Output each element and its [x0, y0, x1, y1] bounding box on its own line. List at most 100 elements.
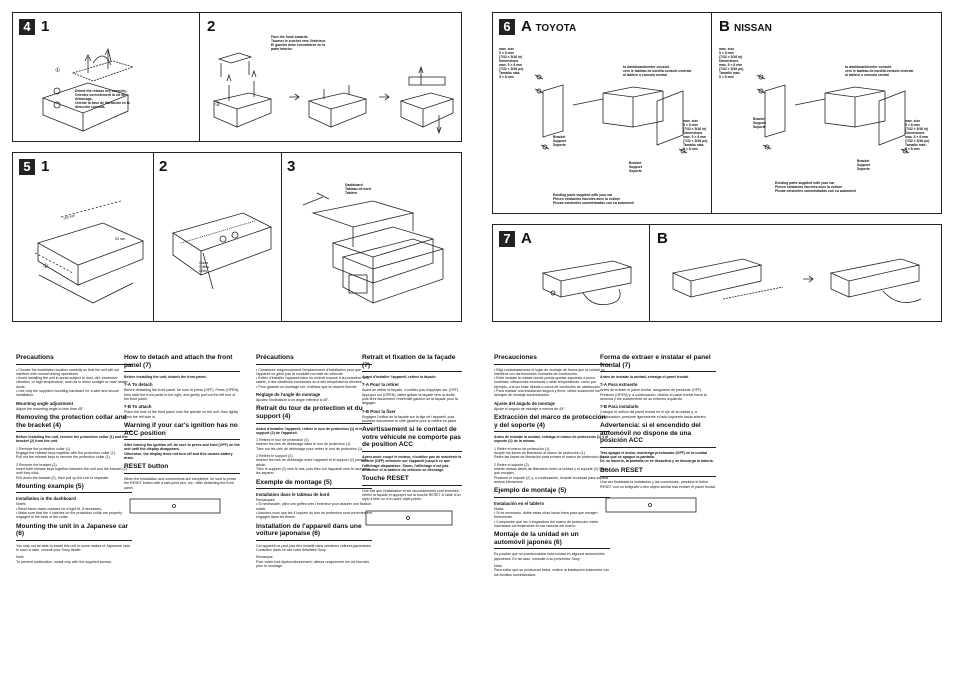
fr-exemple-title: Exemple de montage (5)	[256, 479, 372, 490]
es-acc-title: Advertencia: si el encendido del automóv…	[600, 422, 716, 448]
en-removing-title: Removing the protection collar and the b…	[16, 414, 132, 433]
es-extraccion-step-2: 2 Retire el soporte (2). Inserte ambas l…	[494, 462, 609, 484]
es-japones-body: Es posible que no pueda instalar esta un…	[494, 552, 605, 561]
en-precautions-body: • Choose the installation location caref…	[16, 367, 128, 398]
es-precauciones-body: • Elija cuidadosamente el lugar de monta…	[494, 367, 605, 398]
panel-6-label-b: B NISSAN	[719, 18, 772, 35]
en-attach-b-title: 7-B To attach	[124, 404, 152, 410]
panel-7-label-b: B	[657, 230, 668, 247]
en-removing-intro: Before installing the unit, remove the p…	[16, 435, 128, 444]
nissan-bracket-2: Bracket Support Soporte	[857, 159, 870, 171]
es-reset-title: Botón RESET	[600, 467, 716, 478]
panel-5-mounting: 5 1 2 3 182 mm 53 mm ① Claws Griffes Uña…	[12, 152, 462, 322]
panel-6-japanese-car: 6 A TOYOTA B NISSAN max. size 5 × 8 mm (…	[492, 12, 942, 214]
en-japanese-body: You may not be able to install this unit…	[16, 543, 131, 553]
panel-4-marker-2: ②	[215, 102, 221, 108]
panel-4-badge: 4	[19, 19, 35, 35]
panel-5-divider-2	[281, 153, 282, 321]
es-ejemplo-notes: Notas • Si es necesario, doble estas uña…	[494, 506, 599, 528]
es-panel-b-body: Coloque el orificio del panel frontal en…	[600, 410, 707, 419]
panel-5-divider-1	[153, 153, 154, 321]
toyota-illustration	[534, 74, 688, 154]
es-japones-note: Nota Para evitar que se produzcan fallos…	[494, 563, 610, 577]
es-panel-b-title: 7-B Para instalarlo	[600, 404, 639, 410]
toyota-existing-parts: Existing parts supplied with your car Pi…	[553, 193, 634, 205]
panel-4-step-2: 2	[207, 18, 216, 35]
en-removing-step-2: 2 Remove the bracket (2). Insert both re…	[16, 462, 127, 480]
fr-facade-b-body: Engagez l'orifice de la façade sur la ti…	[362, 414, 458, 423]
fr-acc-body: Après avoir coupé le moteur, n'oubliez p…	[362, 455, 462, 472]
panel-5-illustration-3	[302, 192, 445, 304]
toyota-bracket-2: Bracket Support Soporte	[629, 161, 642, 173]
en-detach-intro: Before installing the unit, detach the f…	[124, 375, 207, 380]
en-mounting-example-notes: Notes • Bend these claws outward for a t…	[16, 502, 122, 520]
fr-japonaise-title: Installation de l'appareil dans une voit…	[256, 523, 372, 541]
en-attach-b-body: Place the hole of the front panel onto t…	[124, 410, 239, 419]
panel-6-letter-b: B	[719, 18, 730, 35]
fr-retrait-intro: Avant d'installer l'appareil, retirez le…	[256, 426, 363, 435]
panel-4-step-1: 1	[41, 18, 50, 35]
nissan-existing-parts: Existing parts supplied with your car Pi…	[775, 181, 856, 193]
fr-precautions-title: Précautions	[256, 354, 372, 365]
panel-4-divider	[199, 13, 200, 141]
en-precautions-title: Precautions	[16, 354, 132, 365]
en-removing-step-1: 1 Remove the protection collar (1). Enga…	[16, 446, 116, 460]
es-reset-illustration	[605, 497, 697, 513]
es-acc-body: Tras apagar el motor, mantenga presionad…	[600, 450, 714, 464]
es-panel-title: Forma de extraer e instalar el panel fro…	[600, 354, 716, 373]
en-reset-title: RESET button	[124, 463, 240, 474]
french-column-1: Précautions • Choisissez soigneusement l…	[256, 354, 372, 571]
panel-6-divider	[711, 13, 712, 213]
fr-reset-body: Une fois que l'installation et les racco…	[362, 488, 461, 502]
panel-5-illustration-2	[172, 212, 273, 290]
fr-exemple-sub: Installation dans le tableau de bord	[256, 492, 330, 498]
panel-7-front-panel: 7 A B	[492, 224, 942, 322]
en-japanese-note: Note To prevent malfunction, install onl…	[16, 555, 112, 564]
nissan-illustration	[756, 74, 910, 154]
french-column-2: Retrait et fixation de la façade (7) Ava…	[362, 354, 462, 536]
fr-facade-a-title: 7-A Pour la retirer	[362, 382, 399, 388]
panel-6-brand-nissan: NISSAN	[734, 23, 772, 34]
panel-7-illustration-b	[671, 258, 922, 303]
panel-6-badge: 6	[499, 19, 515, 35]
fr-retrait-title: Retrait du tour de protection et du supp…	[256, 405, 372, 424]
es-ajuste-body: Ajuste el ángulo de montaje a menos de 4…	[494, 406, 566, 411]
toyota-console: to dashboard/center console vers le tabl…	[623, 65, 692, 77]
fr-facade-intro: Avant d'installer l'appareil, retirez la…	[362, 375, 437, 380]
fr-retrait-step-2: 2 Retirez le support (2). Insérez les cl…	[256, 454, 370, 476]
panel-5-dashboard: Dashboard Tableau de bord Tablero	[345, 183, 371, 195]
panel-5-step-2: 2	[159, 158, 168, 175]
panel-6-letter-a: A	[521, 18, 532, 35]
nissan-console: to dashboard/center console vers le tabl…	[845, 65, 914, 77]
fr-angle-title: Réglage de l'angle de montage	[256, 392, 321, 398]
es-japones-title: Montaje de la unidad en un automóvil jap…	[494, 531, 610, 550]
en-detach-title: How to detach and attach the front panel…	[124, 354, 240, 373]
es-extraccion-intro: Antes de instalar la unidad, extraiga el…	[494, 435, 609, 444]
panel-4-removing: 4 1 2 Detent the release key correctly. …	[12, 12, 462, 142]
panel-4-callout-2: Face the hook inwards. Tournez le croche…	[271, 35, 326, 51]
fr-acc-title: Avertissement si le contact de votre véh…	[362, 426, 462, 453]
fr-precautions-body: • Choisissez soigneusement l'emplacement…	[256, 367, 369, 389]
nissan-size-1: max. size 5 × 8 mm (7/32 × 5/16 in) Dime…	[719, 47, 744, 79]
panel-6-brand-toyota: TOYOTA	[535, 23, 577, 34]
es-ejemplo-sub: Instalación en el tablero	[494, 500, 545, 506]
en-reset-body: When the installation and connections ar…	[124, 476, 237, 490]
panel-7-illustration-a	[541, 260, 633, 306]
nissan-bracket: Bracket Support Soporte	[753, 117, 766, 129]
fr-facade-title: Retrait et fixation de la façade (7)	[362, 354, 462, 373]
panel-4-marker-1: ①	[55, 68, 61, 74]
en-mounting-example-title: Mounting example (5)	[16, 483, 132, 494]
nissan-size-2: max. size 5 × 8 mm (7/32 × 5/16 in) Dime…	[905, 119, 930, 151]
spanish-column-1: Precauciones • Elija cuidadosamente el l…	[494, 354, 610, 580]
en-japanese-title: Mounting the unit in a Japanese car (6)	[16, 523, 132, 541]
en-mounting-example-sub: Installation in the dashboard	[16, 496, 76, 502]
panel-7-label-a: A	[521, 230, 532, 247]
english-column-1: Precautions • Choose the installation lo…	[16, 354, 132, 567]
fr-reset-title: Touche RESET	[362, 475, 462, 486]
panel-4-illustration-2	[212, 52, 455, 135]
fr-retrait-step-1: 1 Retirez le tour de protection (1). Ins…	[256, 438, 364, 451]
en-warning-body: After turning the ignition off, be sure …	[124, 443, 240, 461]
panel-5-dimension-height: 53 mm	[115, 237, 126, 241]
es-ejemplo-title: Ejemplo de montaje (5)	[494, 487, 610, 498]
panel-5-badge: 5	[19, 159, 35, 175]
